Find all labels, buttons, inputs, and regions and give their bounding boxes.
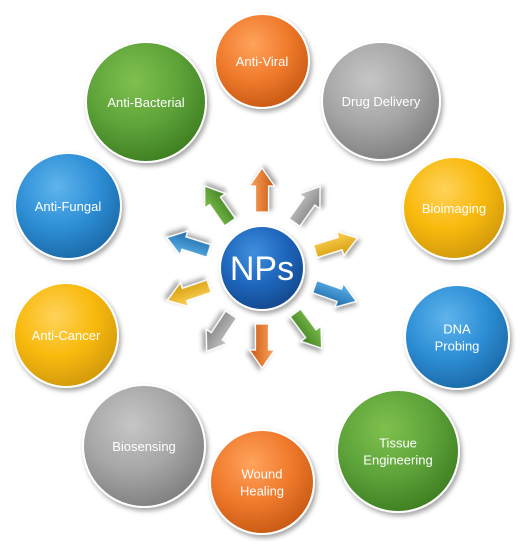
arrow-to-bioimaging bbox=[312, 230, 359, 259]
node-dna-probing: DNA Probing bbox=[404, 284, 510, 390]
node-label-anti-cancer: Anti-Cancer bbox=[32, 328, 101, 343]
node-label-tissue-engineering: Tissue bbox=[379, 436, 417, 451]
node-label-anti-bacterial: Anti-Bacterial bbox=[107, 95, 184, 110]
arrow-to-drug-delivery bbox=[288, 185, 321, 228]
node-circle-bioimaging bbox=[402, 156, 506, 260]
center-label: NPs bbox=[230, 250, 294, 288]
node-circle-drug-delivery bbox=[321, 41, 441, 161]
arrow-to-wound-healing bbox=[248, 323, 276, 370]
node-anti-fungal: Anti-Fungal bbox=[14, 152, 122, 260]
node-label-drug-delivery: Drug Delivery bbox=[342, 94, 421, 109]
node-circle-biosensing bbox=[82, 384, 206, 508]
node-drug-delivery: Drug Delivery bbox=[321, 41, 441, 161]
arrows-layer bbox=[165, 166, 359, 370]
arrow-to-anti-bacterial bbox=[204, 185, 237, 227]
node-label-anti-fungal: Anti-Fungal bbox=[35, 199, 102, 214]
node-circle-tissue-engineering bbox=[336, 389, 460, 513]
node-circle-wound-healing bbox=[209, 429, 315, 535]
arrow-to-dna-probing bbox=[311, 279, 358, 309]
node-anti-bacterial: Anti-Bacterial bbox=[85, 41, 207, 163]
node-anti-cancer: Anti-Cancer bbox=[13, 282, 119, 388]
arrow-to-tissue-engineering bbox=[289, 308, 323, 350]
center-node: NPs bbox=[219, 225, 305, 311]
node-circle-anti-bacterial bbox=[85, 41, 207, 163]
node-label-dna-probing: DNA bbox=[443, 322, 471, 337]
node-label-wound-healing: Wound bbox=[242, 467, 283, 482]
arrow-to-anti-viral bbox=[248, 166, 276, 213]
node-circle-dna-probing bbox=[404, 284, 510, 390]
node-label-anti-viral: Anti-Viral bbox=[236, 54, 289, 69]
node-label-bioimaging: Bioimaging bbox=[422, 201, 486, 216]
node-label-biosensing: Biosensing bbox=[112, 439, 176, 454]
arrow-to-anti-fungal bbox=[165, 230, 212, 258]
arrow-to-anti-cancer bbox=[166, 279, 212, 308]
node-circle-anti-fungal bbox=[14, 152, 122, 260]
node-label-wound-healing: Healing bbox=[240, 484, 284, 499]
node-biosensing: Biosensing bbox=[82, 384, 206, 508]
node-bioimaging: Bioimaging bbox=[402, 156, 506, 260]
arrow-to-biosensing bbox=[205, 310, 238, 353]
node-circle-anti-cancer bbox=[13, 282, 119, 388]
node-anti-viral: Anti-Viral bbox=[214, 13, 310, 109]
center-circle bbox=[219, 225, 305, 311]
node-circle-anti-viral bbox=[214, 13, 310, 109]
node-label-dna-probing: Probing bbox=[435, 339, 480, 354]
node-label-tissue-engineering: Engineering bbox=[363, 453, 432, 468]
